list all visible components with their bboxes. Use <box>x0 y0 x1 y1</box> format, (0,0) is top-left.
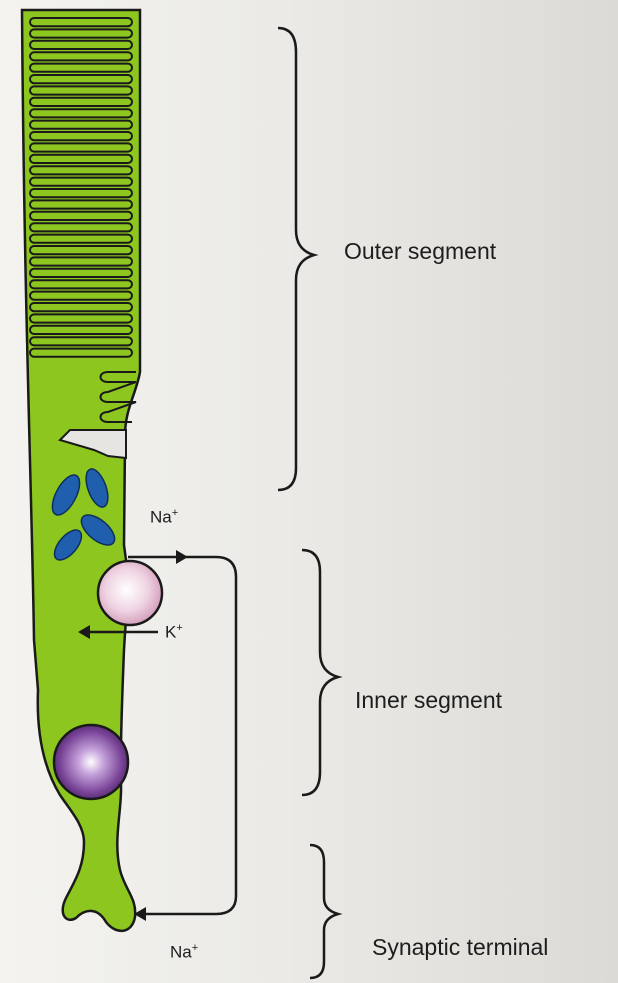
outer-segment-label: Outer segment <box>344 238 496 265</box>
na-inflow-arrowhead <box>176 550 188 564</box>
k-symbol: K <box>165 623 176 642</box>
na-bottom-symbol: Na <box>170 943 192 962</box>
na-bottom-charge: + <box>192 942 198 954</box>
k-ion-label: K+ <box>165 622 183 643</box>
na-ion-label-top: Na+ <box>150 507 178 528</box>
na-top-symbol: Na <box>150 508 172 527</box>
synaptic-terminal-label: Synaptic terminal <box>372 934 548 961</box>
ion-pump <box>98 561 162 625</box>
brace-outer-segment <box>278 28 314 490</box>
k-charge: + <box>176 622 182 634</box>
na-top-charge: + <box>172 507 178 519</box>
na-ion-label-bottom: Na+ <box>170 942 198 963</box>
nucleus <box>54 725 128 799</box>
inner-segment-label: Inner segment <box>355 687 502 714</box>
brace-synaptic-terminal <box>310 845 338 978</box>
brace-inner-segment <box>302 550 338 795</box>
